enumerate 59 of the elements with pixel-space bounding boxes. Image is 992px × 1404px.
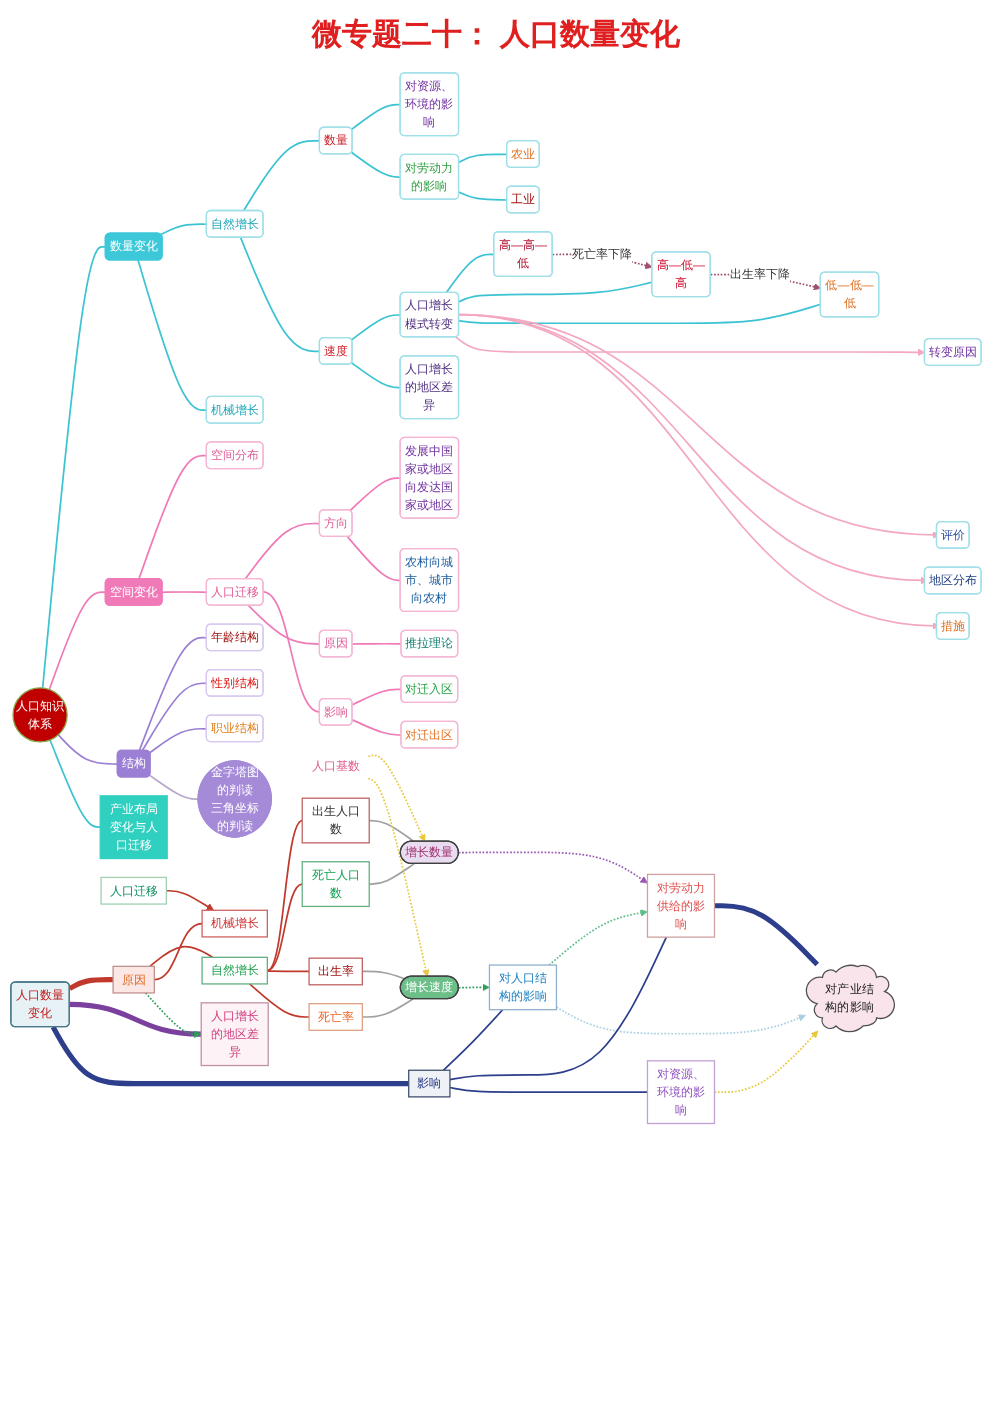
connector	[148, 727, 208, 754]
arrow	[713, 1030, 819, 1093]
arrow	[548, 909, 648, 966]
connector	[50, 1025, 409, 1087]
connector	[153, 922, 203, 981]
title: 微专题二十： 人口数量变化	[309, 16, 683, 56]
connector	[138, 454, 208, 580]
connector	[350, 151, 402, 179]
arrow	[457, 851, 648, 884]
arrow	[165, 889, 214, 911]
connector	[141, 682, 208, 752]
connector	[458, 191, 508, 201]
arrow	[367, 754, 426, 842]
connector	[458, 303, 822, 325]
connector	[368, 863, 415, 885]
connector	[350, 103, 402, 131]
connector	[48, 591, 107, 691]
connector	[361, 970, 406, 980]
connector	[361, 998, 414, 1018]
connector	[349, 477, 402, 512]
connector	[68, 977, 114, 991]
connector	[266, 819, 304, 972]
connector	[242, 140, 321, 212]
arrow	[144, 992, 202, 1038]
connector	[41, 246, 107, 689]
connector	[266, 883, 304, 972]
connector	[148, 774, 200, 801]
connector	[442, 1008, 504, 1072]
connector	[714, 903, 820, 967]
connector	[248, 983, 310, 1018]
connector	[368, 819, 415, 843]
connector	[247, 604, 321, 645]
connector	[350, 362, 402, 389]
connector	[266, 970, 310, 973]
connector	[244, 522, 321, 580]
connector	[149, 945, 214, 968]
connector	[458, 153, 508, 164]
connector	[239, 236, 321, 353]
connector	[458, 281, 654, 303]
connector	[351, 688, 403, 706]
connector	[69, 1001, 202, 1037]
connector	[445, 253, 496, 294]
connector	[351, 642, 403, 645]
connector	[351, 719, 403, 736]
connector	[262, 591, 321, 713]
connector	[449, 1086, 649, 1093]
connector	[350, 314, 402, 341]
connector	[137, 259, 208, 412]
connector	[346, 536, 402, 582]
connector	[161, 591, 208, 594]
arrow	[455, 336, 926, 357]
connector	[449, 936, 668, 1081]
arrow	[457, 983, 490, 992]
connector	[49, 739, 102, 829]
connector	[138, 636, 208, 752]
connector	[57, 734, 119, 765]
arrow	[367, 777, 430, 977]
connector	[159, 223, 208, 236]
arrow	[555, 1006, 806, 1035]
